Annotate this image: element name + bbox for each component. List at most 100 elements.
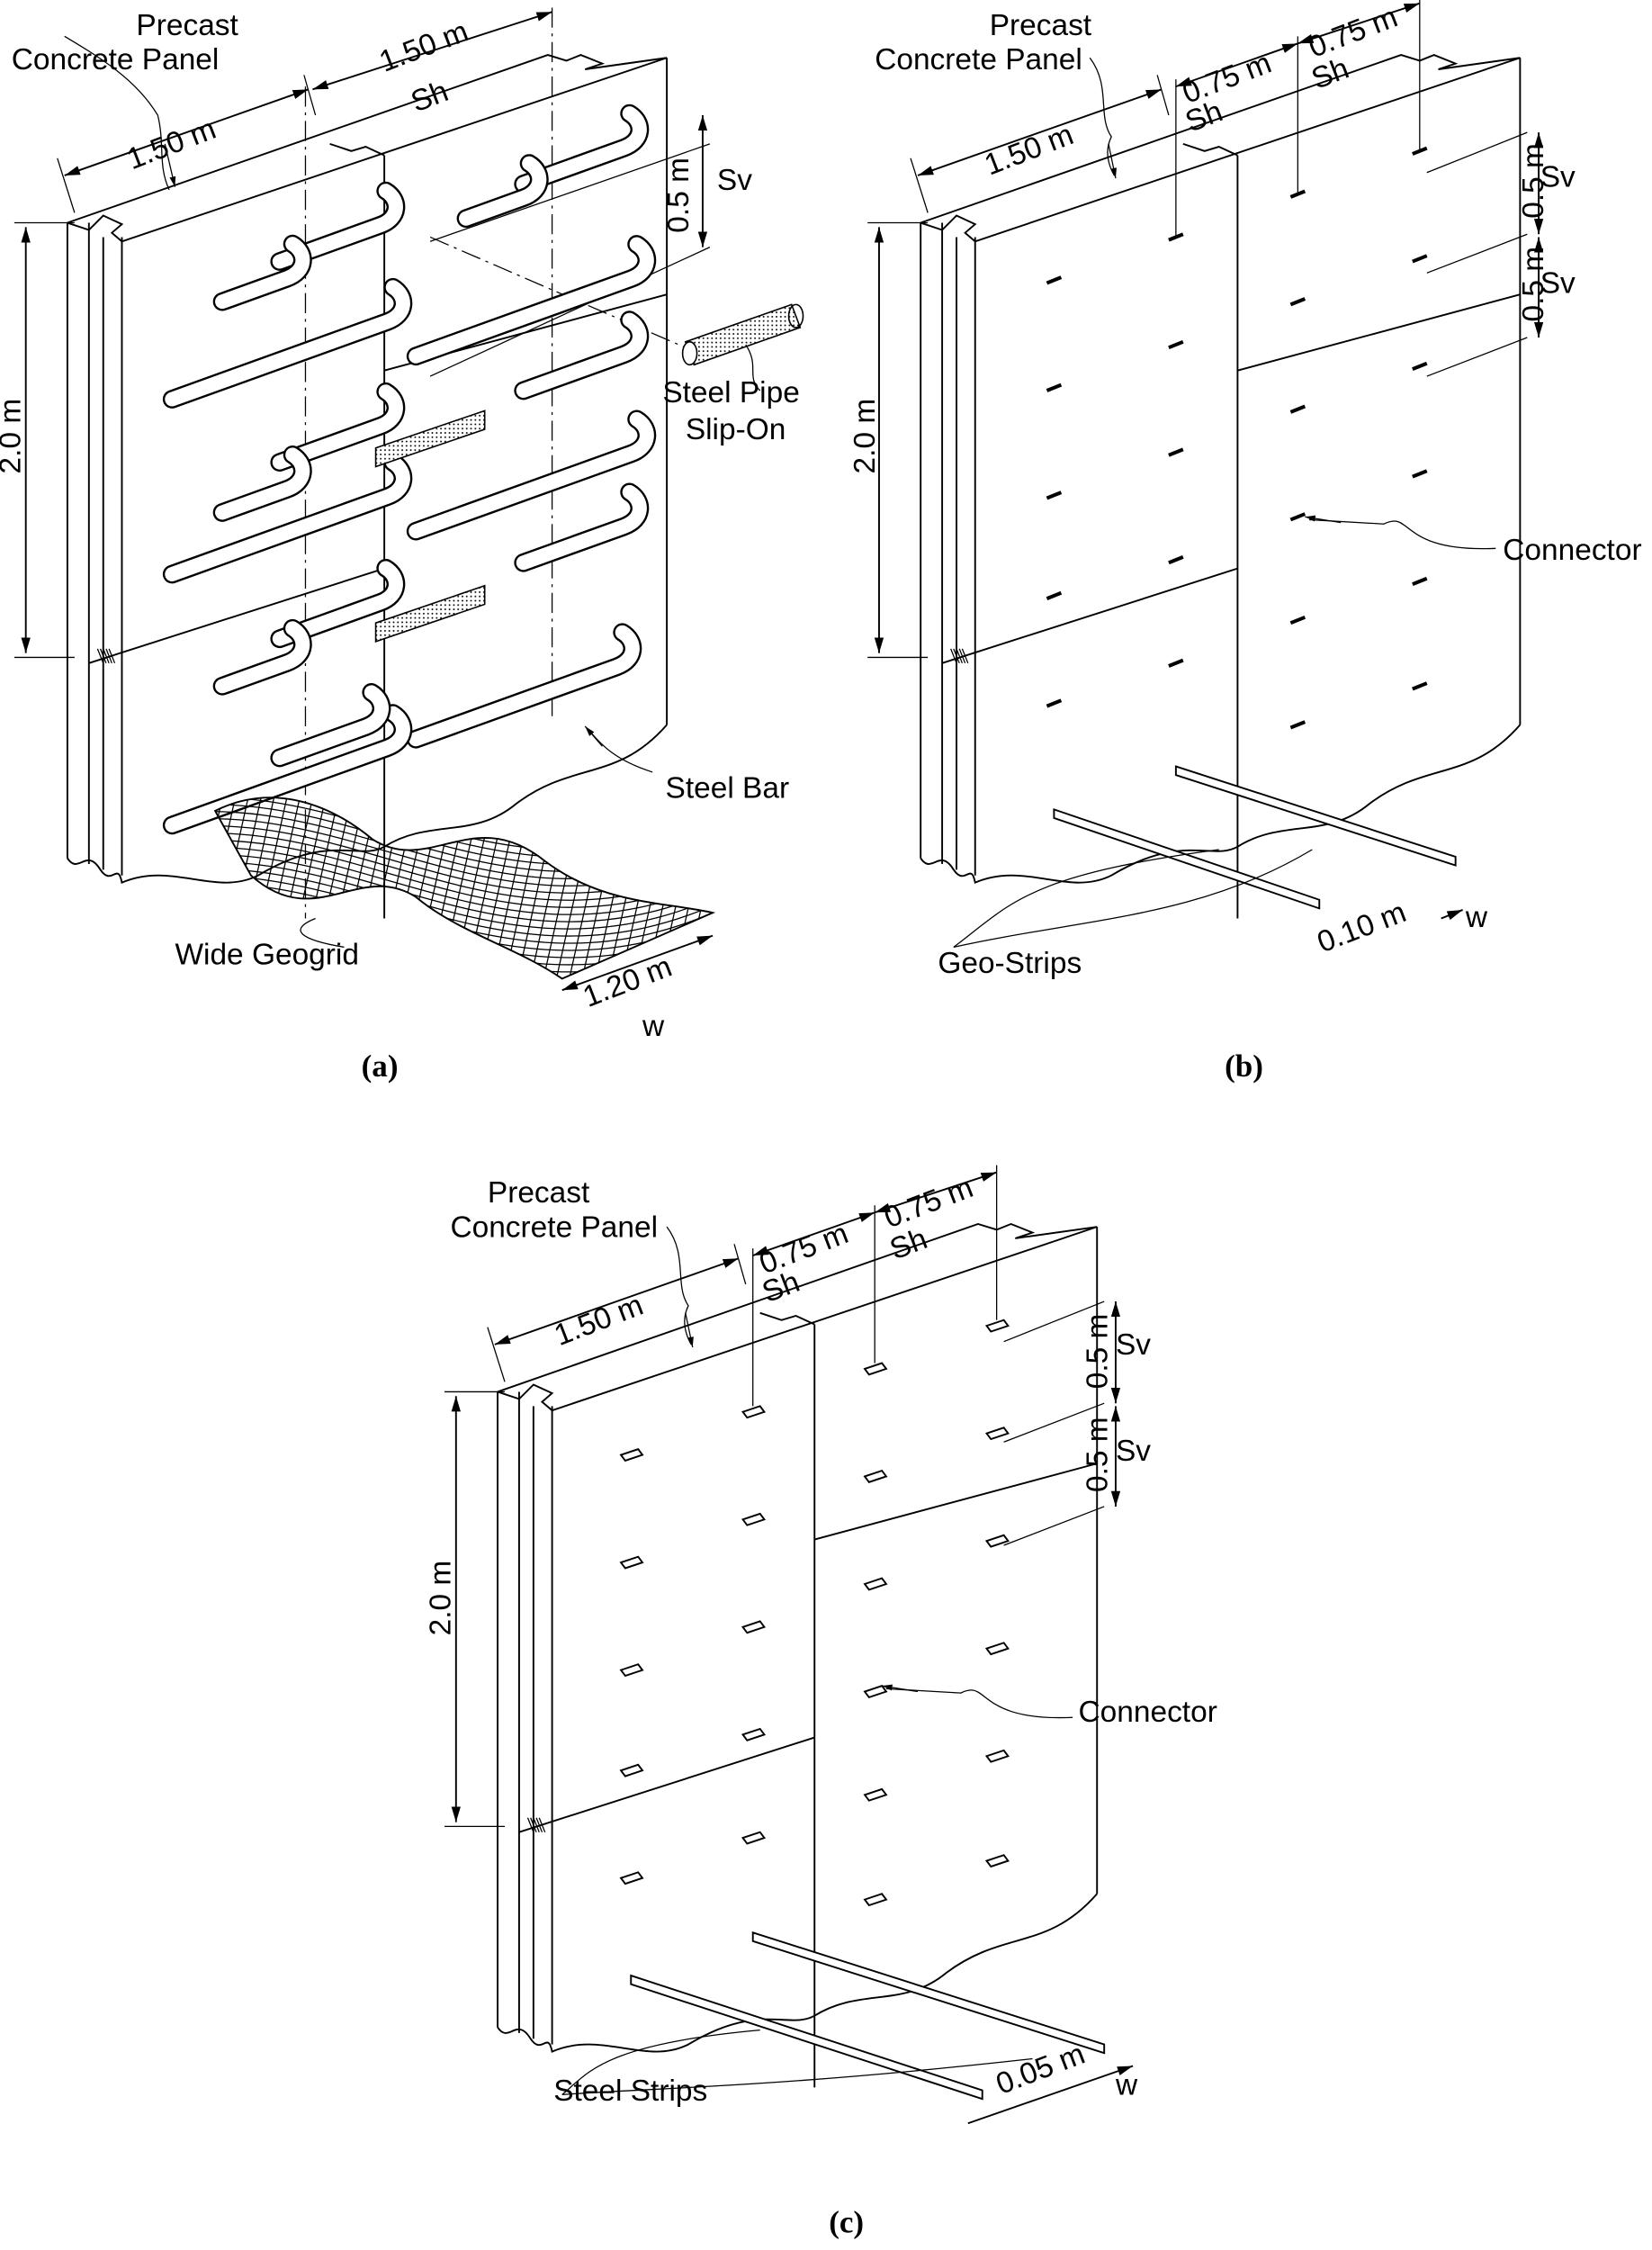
connector-icon [619,1448,644,1462]
panel-c [444,1165,1134,2125]
panel-top-notch [329,142,385,157]
panel-top-front-edge [920,57,1521,243]
panel-joint-horizontal [814,1462,1098,1541]
leader-arrow [1305,515,1342,524]
connector-icon [863,1469,888,1483]
steel-bar [272,561,403,646]
connector-icon [1046,382,1063,392]
extension-line [1003,1300,1105,1343]
connector-icon [1046,275,1063,285]
extension-line [57,158,76,213]
leader-line [300,917,345,949]
sv-label: Sv [1116,1328,1151,1362]
steel-bar-label: Steel Bar [666,772,790,806]
joint-hatch [96,648,104,664]
extension-line [1426,337,1528,377]
steel-bar [272,184,403,269]
extension-line [429,247,711,377]
connector-icon [984,1642,1010,1656]
geogrid-line [395,797,454,979]
panel-top-notch [759,1311,815,1326]
joint-hatch [953,648,960,664]
sv-label: Sv [1116,1435,1151,1468]
sv-label: Sv [1540,267,1576,301]
joint-hatch [530,1817,537,1832]
geogrid-line [369,797,428,979]
figure-a-labels: Precast Concrete Panel 1.50 m 1.50 m Sh … [0,9,800,1084]
leader-arrow [882,1684,919,1693]
joint-hatch [950,648,957,664]
connector-icon [741,1831,767,1845]
connector-icon [863,1685,888,1699]
panel-joint-horizontal [88,567,385,664]
connector-icon [863,1787,888,1802]
sh-dimension-line [1297,2,1421,45]
panel-label: Concrete Panel [875,43,1082,76]
width-dimension-line [494,1257,740,1346]
connector-icon [1412,576,1428,587]
connector-icon [1168,555,1184,565]
geogrid-line [215,797,714,851]
joint-hatch [533,1817,540,1832]
extension-line [303,75,317,116]
panel-joint-horizontal [1237,293,1521,372]
width-dimension: 1.50 m [550,1289,648,1353]
geogrid-outline [213,796,716,980]
panel-top-back-edge [497,1222,1098,1393]
geogrid-line [86,746,144,1004]
connector-icon [741,1727,767,1742]
extension-line [1426,233,1528,274]
w-label: w [1115,2068,1138,2102]
leader-arrow [584,725,603,747]
panel-break-line [67,724,668,884]
panel-top-back-edge [920,54,1521,224]
figure-b-labels: Precast Concrete Panel 1.50 m 0.75 m Sh … [848,1,1641,1084]
connector-icon [619,1663,644,1678]
leader-line [953,849,1219,948]
w-dimension: 0.05 m [992,2038,1090,2102]
geogrid-line [459,797,518,979]
connector-icon [984,1854,1010,1868]
connector-icon [1046,590,1063,600]
steel-bar [272,685,389,765]
connector-icon [1289,512,1306,522]
panel-top-front-edge [497,1226,1098,1412]
sh-dimension-line [1175,42,1298,88]
sh-dimension: 0.75 m [1304,1,1402,65]
joint-hatch [99,648,107,664]
sh-dimension: 0.75 m [1178,47,1276,111]
steel-bar [409,625,640,747]
sv-dimension: 0.5 m [662,158,696,233]
steel-bar [459,156,547,226]
strip [751,1930,1106,2055]
pipe-label: Slip-On [686,413,786,446]
leader-line [561,2057,1033,2096]
panel-label: Precast [990,9,1092,42]
width-dimension: 1.50 m [122,112,220,176]
panel-leader [1089,57,1115,176]
sv-dimension: 0.5 m [1081,1417,1114,1492]
leader-line [561,2030,760,2095]
connector-label: Connector [1079,1696,1217,1729]
sh-label: Sh [407,75,453,119]
connector-icon [1168,339,1184,350]
steel-bar [215,447,310,520]
leader-arrow [1108,143,1117,179]
caption-a: (a) [362,1048,399,1084]
sv-dimension: 0.5 m [1517,143,1550,219]
connector-icon [984,1318,1010,1333]
geogrid-line [215,875,714,944]
joint-hatch [958,648,966,664]
steel-bar [516,312,647,398]
width-dimension-line [64,88,309,176]
connector-icon [1168,658,1184,668]
strip [1053,808,1321,910]
steel-bar [409,411,654,539]
connector-icon [1046,698,1063,708]
steel-bar [215,237,310,310]
w-dimension-line [967,2065,1134,2125]
connector-icon [741,1405,767,1419]
sh-dimension: 0.75 m [880,1171,978,1235]
geogrid-line [215,839,714,908]
